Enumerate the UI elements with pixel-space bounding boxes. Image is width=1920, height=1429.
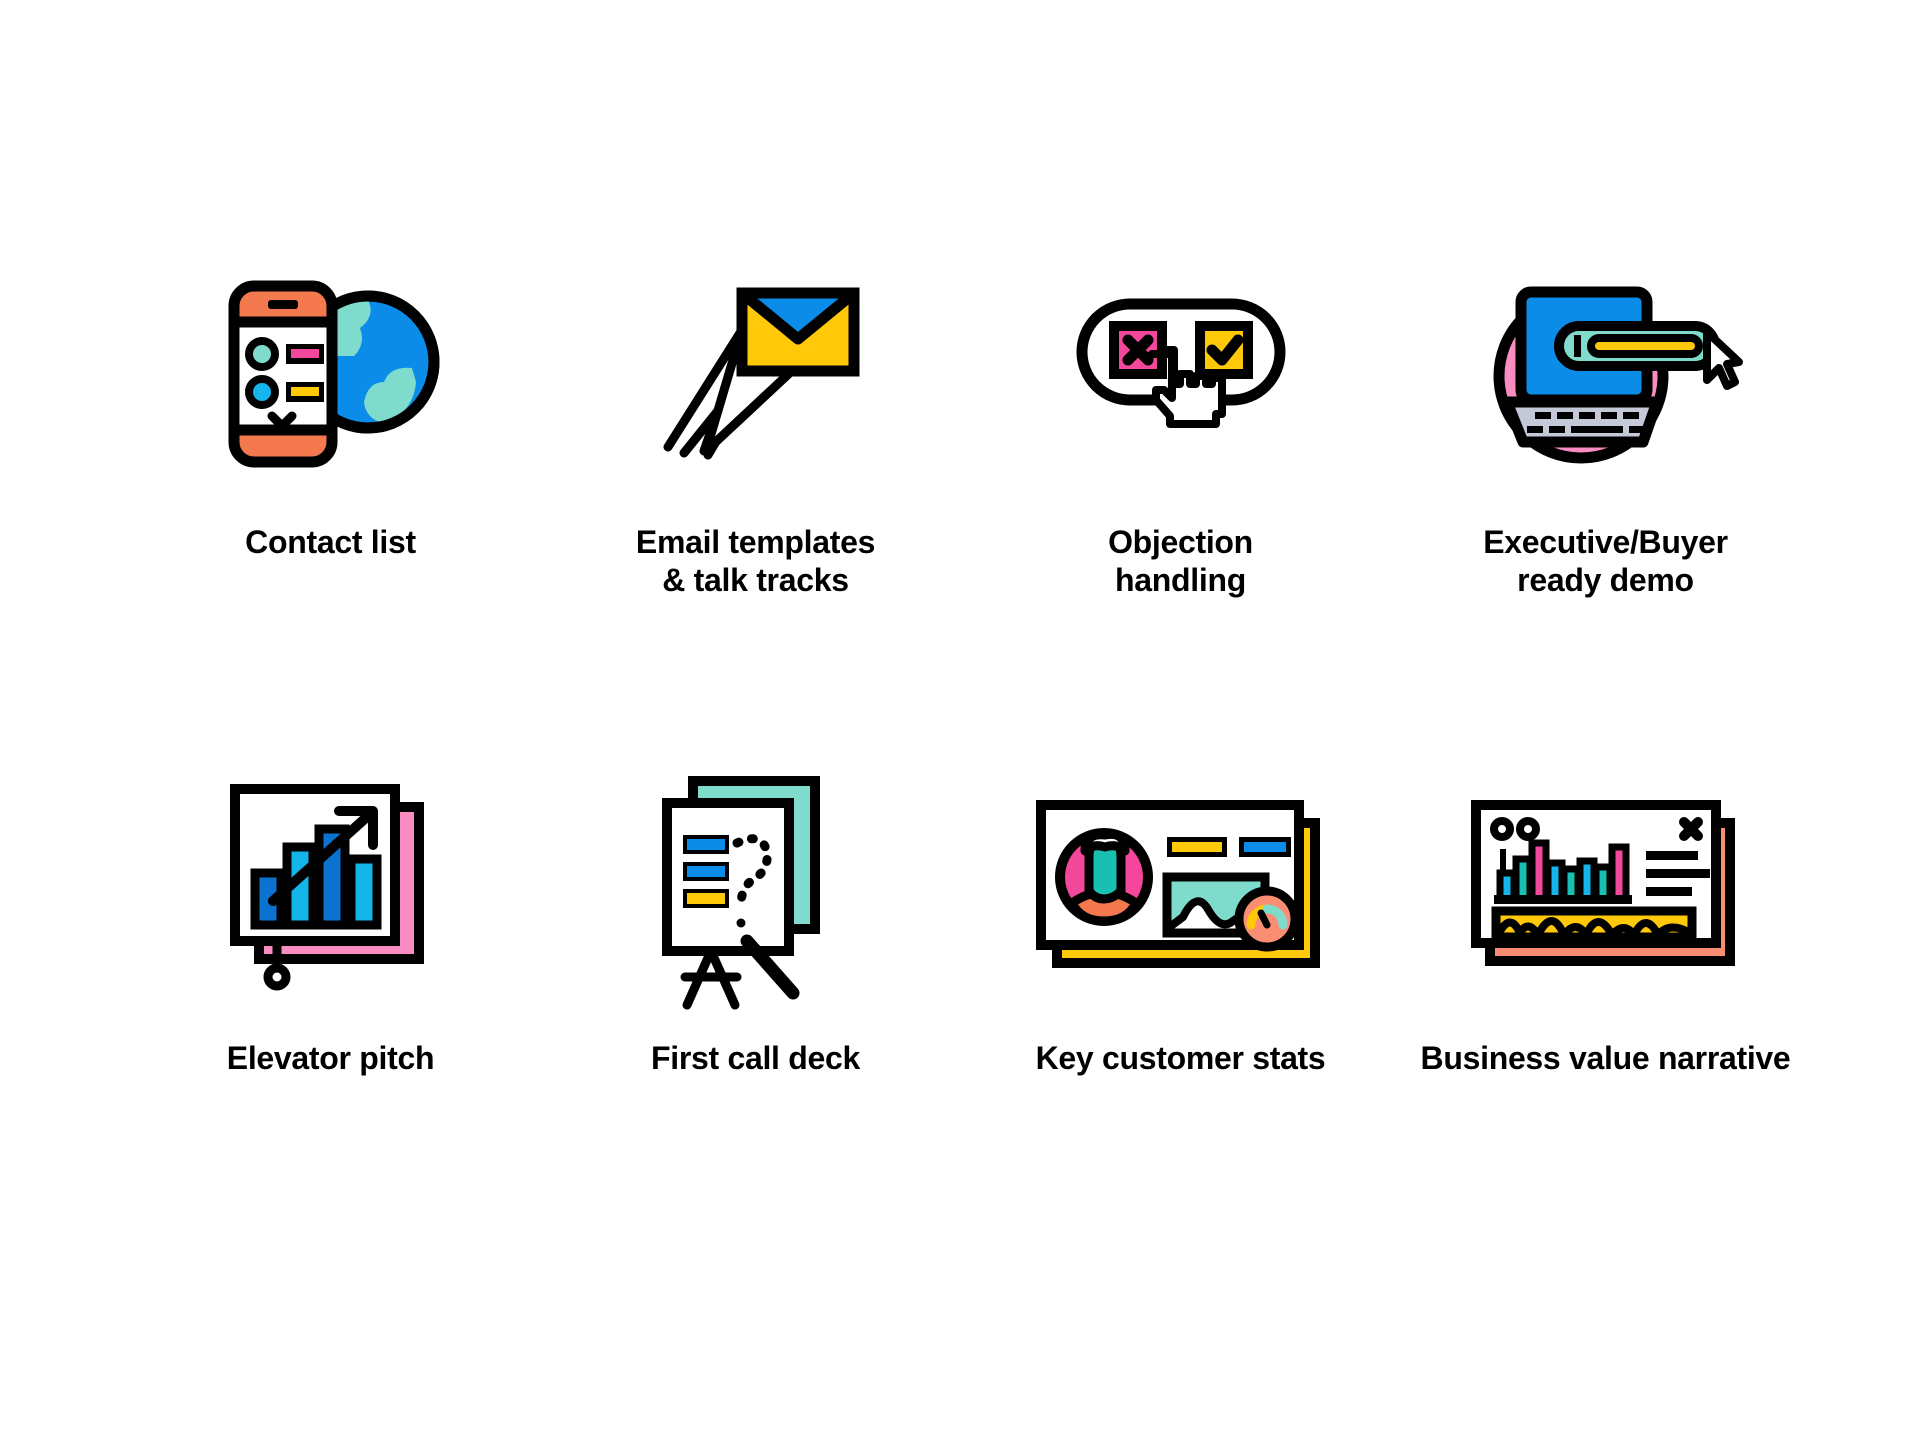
caption-email-templates: Email templates & talk tracks <box>635 524 876 598</box>
laptop-search-cursor-icon-svg <box>1493 286 1743 464</box>
phone-globe-icon-svg <box>228 280 439 468</box>
caption-elevator-pitch: Elevator pitch <box>226 1040 435 1076</box>
browser-analytics-icon <box>1456 770 1756 1010</box>
paper-plane-envelope-icon-svg <box>663 287 859 460</box>
grid-item-objection-handling[interactable]: Objection handling <box>968 250 1393 770</box>
caption-contact-list: Contact list <box>245 524 416 560</box>
grid-item-email-templates[interactable]: Email templates & talk tracks <box>543 250 968 770</box>
easel-question-icon <box>606 770 906 1010</box>
hand-cursor-glyph <box>1147 346 1226 428</box>
grid-item-contact-list[interactable]: Contact list <box>118 250 543 770</box>
caption-key-customer-stats: Key customer stats <box>1035 1040 1326 1076</box>
choice-pill-cursor-icon-svg <box>1076 298 1285 428</box>
choice-pill-cursor-icon <box>1031 250 1331 500</box>
grid-item-key-customer-stats[interactable]: Key customer stats <box>968 770 1393 1290</box>
caption-objection-handling: Objection handling <box>1108 524 1253 598</box>
caption-first-call-deck: First call deck <box>651 1040 860 1076</box>
icon-grid: Contact list Email templates & talk trac… <box>118 250 1818 1290</box>
paper-plane-envelope-icon <box>606 250 906 500</box>
browser-analytics-icon-svg <box>1470 800 1735 966</box>
dashboard-avatar-icon <box>1031 770 1331 1010</box>
caption-executive-buyer-demo: Executive/Buyer ready demo <box>1483 524 1728 598</box>
grid-item-first-call-deck[interactable]: First call deck <box>543 770 968 1290</box>
bar-chart-slide-icon-svg <box>229 784 424 991</box>
dashboard-avatar-icon-svg <box>1035 800 1320 968</box>
easel-question-icon-svg <box>661 775 820 1009</box>
grid-item-business-value-narrative[interactable]: Business value narrative <box>1393 770 1818 1290</box>
bar-chart-slide-icon <box>181 770 481 1010</box>
phone-globe-icon <box>181 250 481 500</box>
grid-item-executive-buyer-demo[interactable]: Executive/Buyer ready demo <box>1393 250 1818 770</box>
laptop-search-cursor-icon <box>1456 250 1756 500</box>
grid-item-elevator-pitch[interactable]: Elevator pitch <box>118 770 543 1290</box>
caption-business-value-narrative: Business value narrative <box>1420 1040 1791 1076</box>
